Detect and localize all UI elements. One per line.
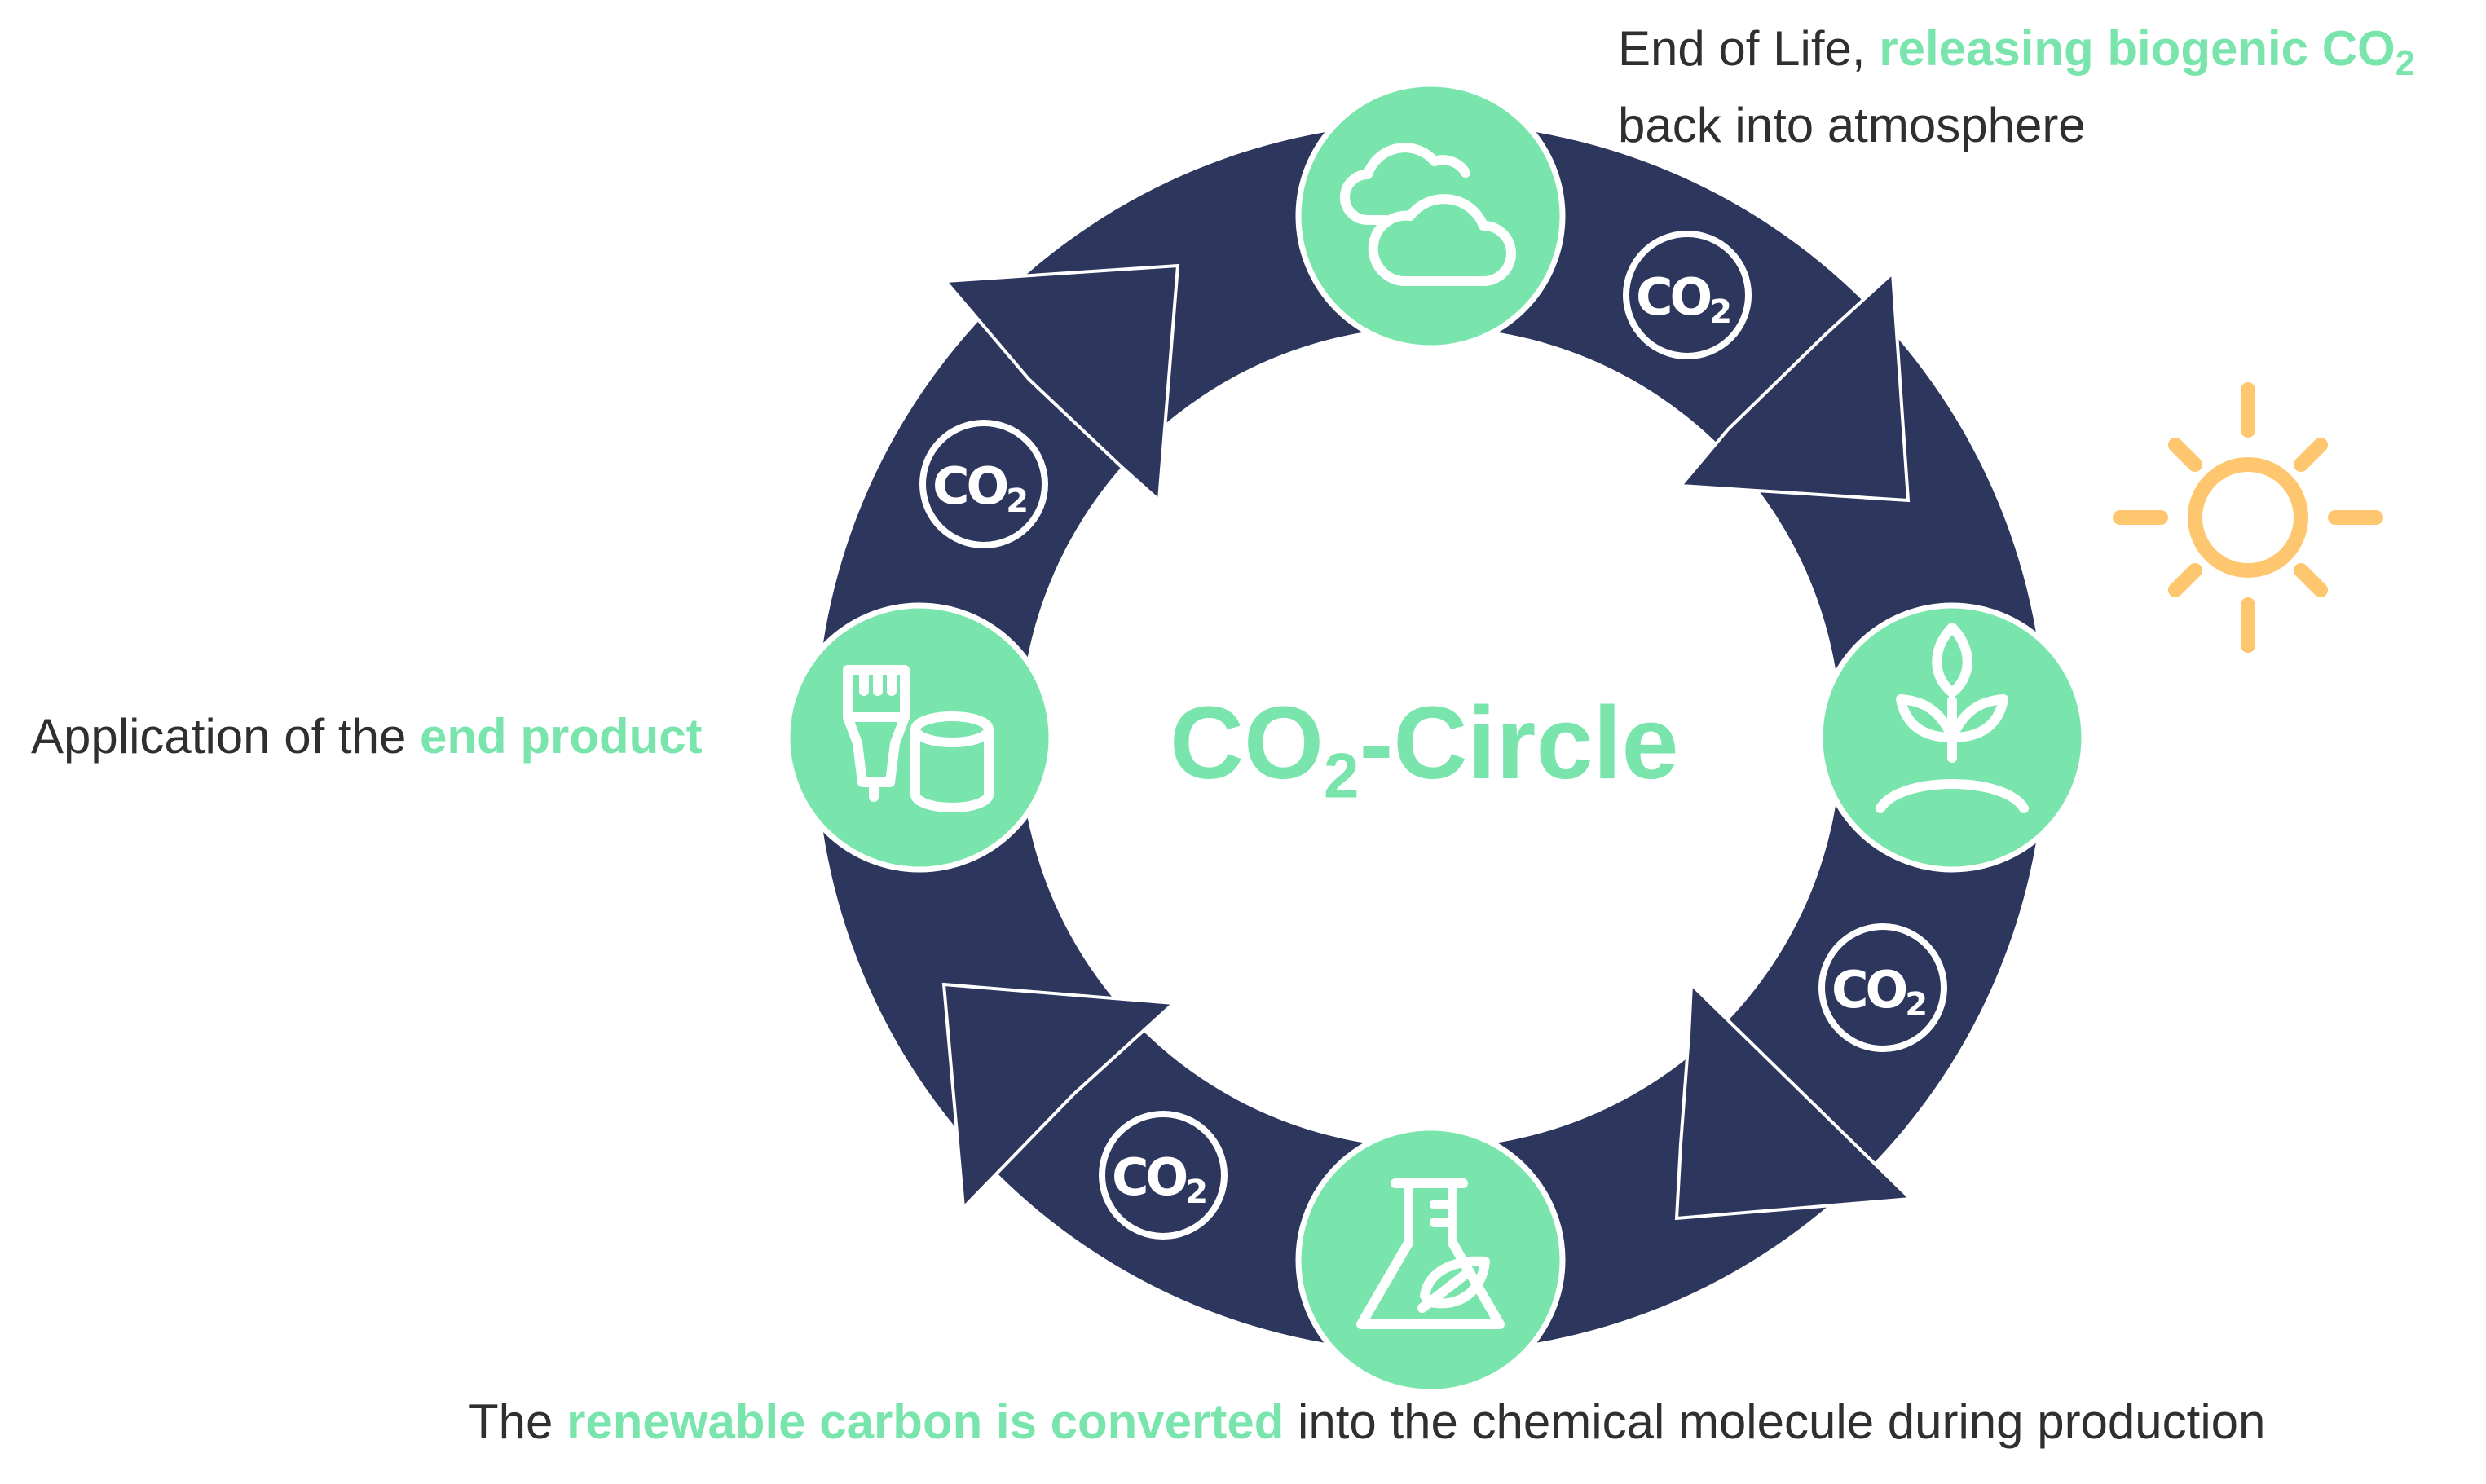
end-of-life-label-line1: End of Life, releasing biogenic CO2: [1618, 18, 2415, 95]
cycle-arrow-head-top-right: [1677, 269, 1911, 503]
co2-badge-bottom-left-circle: [1099, 1111, 1228, 1240]
co2-badge-bottom-right-main: CO: [1831, 960, 1906, 1019]
clouds-icon: [1340, 143, 1516, 286]
co2-badge-bottom-right: CO2: [1818, 923, 1947, 1052]
sun-icon: [2113, 382, 2383, 653]
sprout-icon: [1876, 623, 2029, 813]
step-node-end-of-life-circle: [1295, 81, 1566, 351]
cycle-arrow-head-top-left: [941, 263, 1180, 504]
application-label: Application of the end product: [31, 706, 703, 768]
cycle-arrow-head-bottom-left: [941, 982, 1178, 1212]
step-node-production: [1295, 1125, 1566, 1395]
flask-leaf-icon: [1356, 1178, 1505, 1329]
co2-badge-top-right-sub: 2: [1709, 293, 1730, 331]
production-highlight: renewable carbon is converted: [566, 1394, 1285, 1449]
center-title-rest: -Circle: [1359, 685, 1679, 800]
co2-badge-bottom-left-main: CO: [1112, 1147, 1187, 1207]
center-title-subscript: 2: [1324, 739, 1360, 812]
co2-badge-left-sub: 2: [1006, 482, 1026, 520]
co2-badge-top-right: CO2: [1623, 231, 1752, 359]
co2-badge-bottom-right-sub: 2: [1905, 986, 1925, 1024]
step-node-application: [784, 602, 1055, 873]
end-of-life-label-line2: back into atmosphere: [1618, 98, 2086, 153]
co2-badge-left-circle: [919, 420, 1048, 548]
co2-badge-top-right-circle: [1623, 231, 1752, 359]
step-node-end-of-life: [1295, 81, 1566, 351]
co2-badge-left-main: CO: [932, 456, 1007, 516]
application-highlight: end product: [419, 709, 703, 764]
production-label: The renewable carbon is converted into t…: [469, 1391, 2265, 1453]
end-of-life-text: End of Life,: [1618, 21, 1880, 76]
cycle-arrow-head-bottom-right: [1674, 980, 1915, 1221]
co2-badge-bottom-right-circle: [1818, 923, 1947, 1052]
co2-badge-bottom-left: CO2: [1099, 1111, 1228, 1240]
production-text-after: into the chemical molecule during produc…: [1284, 1394, 2266, 1449]
center-title: CO2-Circle: [1170, 686, 1679, 832]
step-node-production-circle: [1295, 1125, 1566, 1395]
end-of-life-highlight: releasing biogenic CO: [1879, 21, 2396, 76]
co2-badge-bottom-left-sub: 2: [1185, 1174, 1206, 1211]
step-node-growth: [1817, 602, 2087, 873]
application-text: Application of the: [31, 709, 420, 764]
production-text-before: The: [469, 1394, 567, 1449]
co2-badge-left: CO2: [919, 420, 1048, 548]
sun-disc: [2188, 457, 2308, 578]
end-of-life-label: End of Life, releasing biogenic CO2 back…: [1618, 18, 2415, 156]
brush-container-icon: [843, 665, 994, 812]
center-title-main: CO: [1170, 685, 1324, 800]
end-of-life-highlight-subscript: 2: [2395, 44, 2415, 84]
co2-badge-top-right-main: CO: [1636, 267, 1711, 327]
cycle-ring: [816, 123, 2045, 1352]
